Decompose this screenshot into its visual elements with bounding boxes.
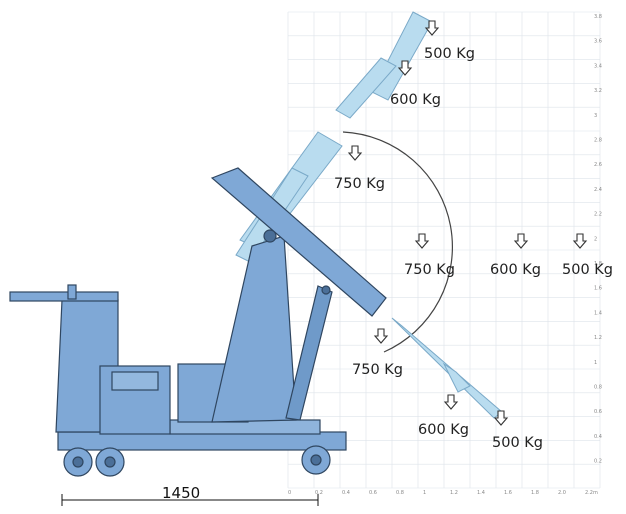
- wheel-hub-2: [104, 456, 116, 468]
- load-label: 500 Kg: [424, 46, 475, 62]
- down-arrow-icon: [493, 410, 509, 426]
- down-arrow-icon: [414, 233, 430, 249]
- load-label: 600 Kg: [390, 92, 441, 108]
- x-tick-label: 0.8: [396, 490, 404, 496]
- y-tick-label: 2.6: [594, 162, 602, 168]
- y-tick-label: 0.6: [594, 409, 602, 415]
- tower-top-bar: [9, 291, 119, 302]
- load-label: 750 Kg: [352, 362, 403, 378]
- boom-extension-mid: [335, 57, 397, 119]
- x-tick-label: 1.8: [531, 490, 539, 496]
- x-tick-label: 1.4: [477, 490, 485, 496]
- load-label: 750 Kg: [404, 262, 455, 278]
- x-tick-label: 0.4: [342, 490, 350, 496]
- x-tick-label: 1: [423, 490, 426, 496]
- y-axis-ticks: 3.8 3.6 3.4 3.2 3 2.8 2.6 2.4 2.2 2 1.8 1.6 1.4 1.2 1 0…: [594, 14, 602, 465]
- boom-extension-low-2: [442, 362, 471, 393]
- x-tick-label: 2.0: [558, 490, 566, 496]
- boom-extension-high: [371, 11, 433, 101]
- x-tick-label: 2.2m: [585, 490, 598, 496]
- y-tick-label: 3.4: [594, 63, 602, 69]
- y-tick-label: 1.4: [594, 310, 602, 316]
- x-axis-ticks: 0 0.2 0.4 0.6 0.8 1 1.2 1.4 1.6 1.8 2.0 2.2m: [288, 490, 598, 496]
- y-tick-label: 1.6: [594, 286, 602, 292]
- load-label: 600 Kg: [490, 262, 541, 278]
- crane-machine: [9, 167, 387, 477]
- boom-pivot: [263, 229, 277, 243]
- down-arrow-icon: [513, 233, 529, 249]
- y-tick-label: 0.4: [594, 434, 602, 440]
- down-arrow-icon: [443, 394, 459, 410]
- y-tick-label: 2.2: [594, 212, 602, 218]
- y-tick-label: 3: [594, 113, 597, 119]
- load-label: 750 Kg: [334, 176, 385, 192]
- y-tick-label: 3.6: [594, 39, 602, 45]
- handle-bar: [67, 284, 77, 300]
- down-arrow-icon: [347, 145, 363, 161]
- down-arrow-icon: [424, 20, 440, 36]
- y-tick-label: 2.4: [594, 187, 602, 193]
- y-tick-label: 0.8: [594, 385, 602, 391]
- crane-mast: [211, 235, 297, 423]
- x-tick-label: 0.2: [315, 490, 323, 496]
- load-label: 500 Kg: [492, 435, 543, 451]
- y-tick-label: 1: [594, 360, 597, 366]
- hydraulic-cylinder: [285, 285, 333, 421]
- load-markers: 500 Kg 600 Kg 750 Kg 750 Kg 600 Kg 500 Kg 750 …: [334, 20, 613, 451]
- y-tick-label: 3.8: [594, 14, 602, 20]
- y-tick-label: 0.2: [594, 459, 602, 465]
- load-label: 600 Kg: [418, 422, 469, 438]
- chassis-rail: [57, 431, 347, 451]
- y-tick-label: 1.2: [594, 335, 602, 341]
- wheelbase-label: 1450: [162, 484, 200, 502]
- y-tick-label: 2.8: [594, 138, 602, 144]
- y-tick-label: 2: [594, 236, 597, 242]
- x-tick-label: 0.6: [369, 490, 377, 496]
- down-arrow-icon: [397, 60, 413, 76]
- x-tick-label: 0: [288, 490, 291, 496]
- cylinder-pivot: [321, 285, 331, 295]
- main-boom: [210, 167, 387, 317]
- down-arrow-icon: [373, 328, 389, 344]
- y-tick-label: 3.2: [594, 88, 602, 94]
- y-tick-label: 1.8: [594, 261, 602, 267]
- reach-arc: [342, 131, 453, 353]
- load-label: 500 Kg: [562, 262, 613, 278]
- x-tick-label: 1.6: [504, 490, 512, 496]
- x-tick-label: 1.2: [450, 490, 458, 496]
- control-panel: [111, 371, 159, 391]
- wheelbase-dimension: [61, 494, 319, 506]
- down-arrow-icon: [572, 233, 588, 249]
- wheel-hub-3: [310, 454, 322, 466]
- wheel-hub-1: [72, 456, 84, 468]
- background-grid: [287, 11, 601, 489]
